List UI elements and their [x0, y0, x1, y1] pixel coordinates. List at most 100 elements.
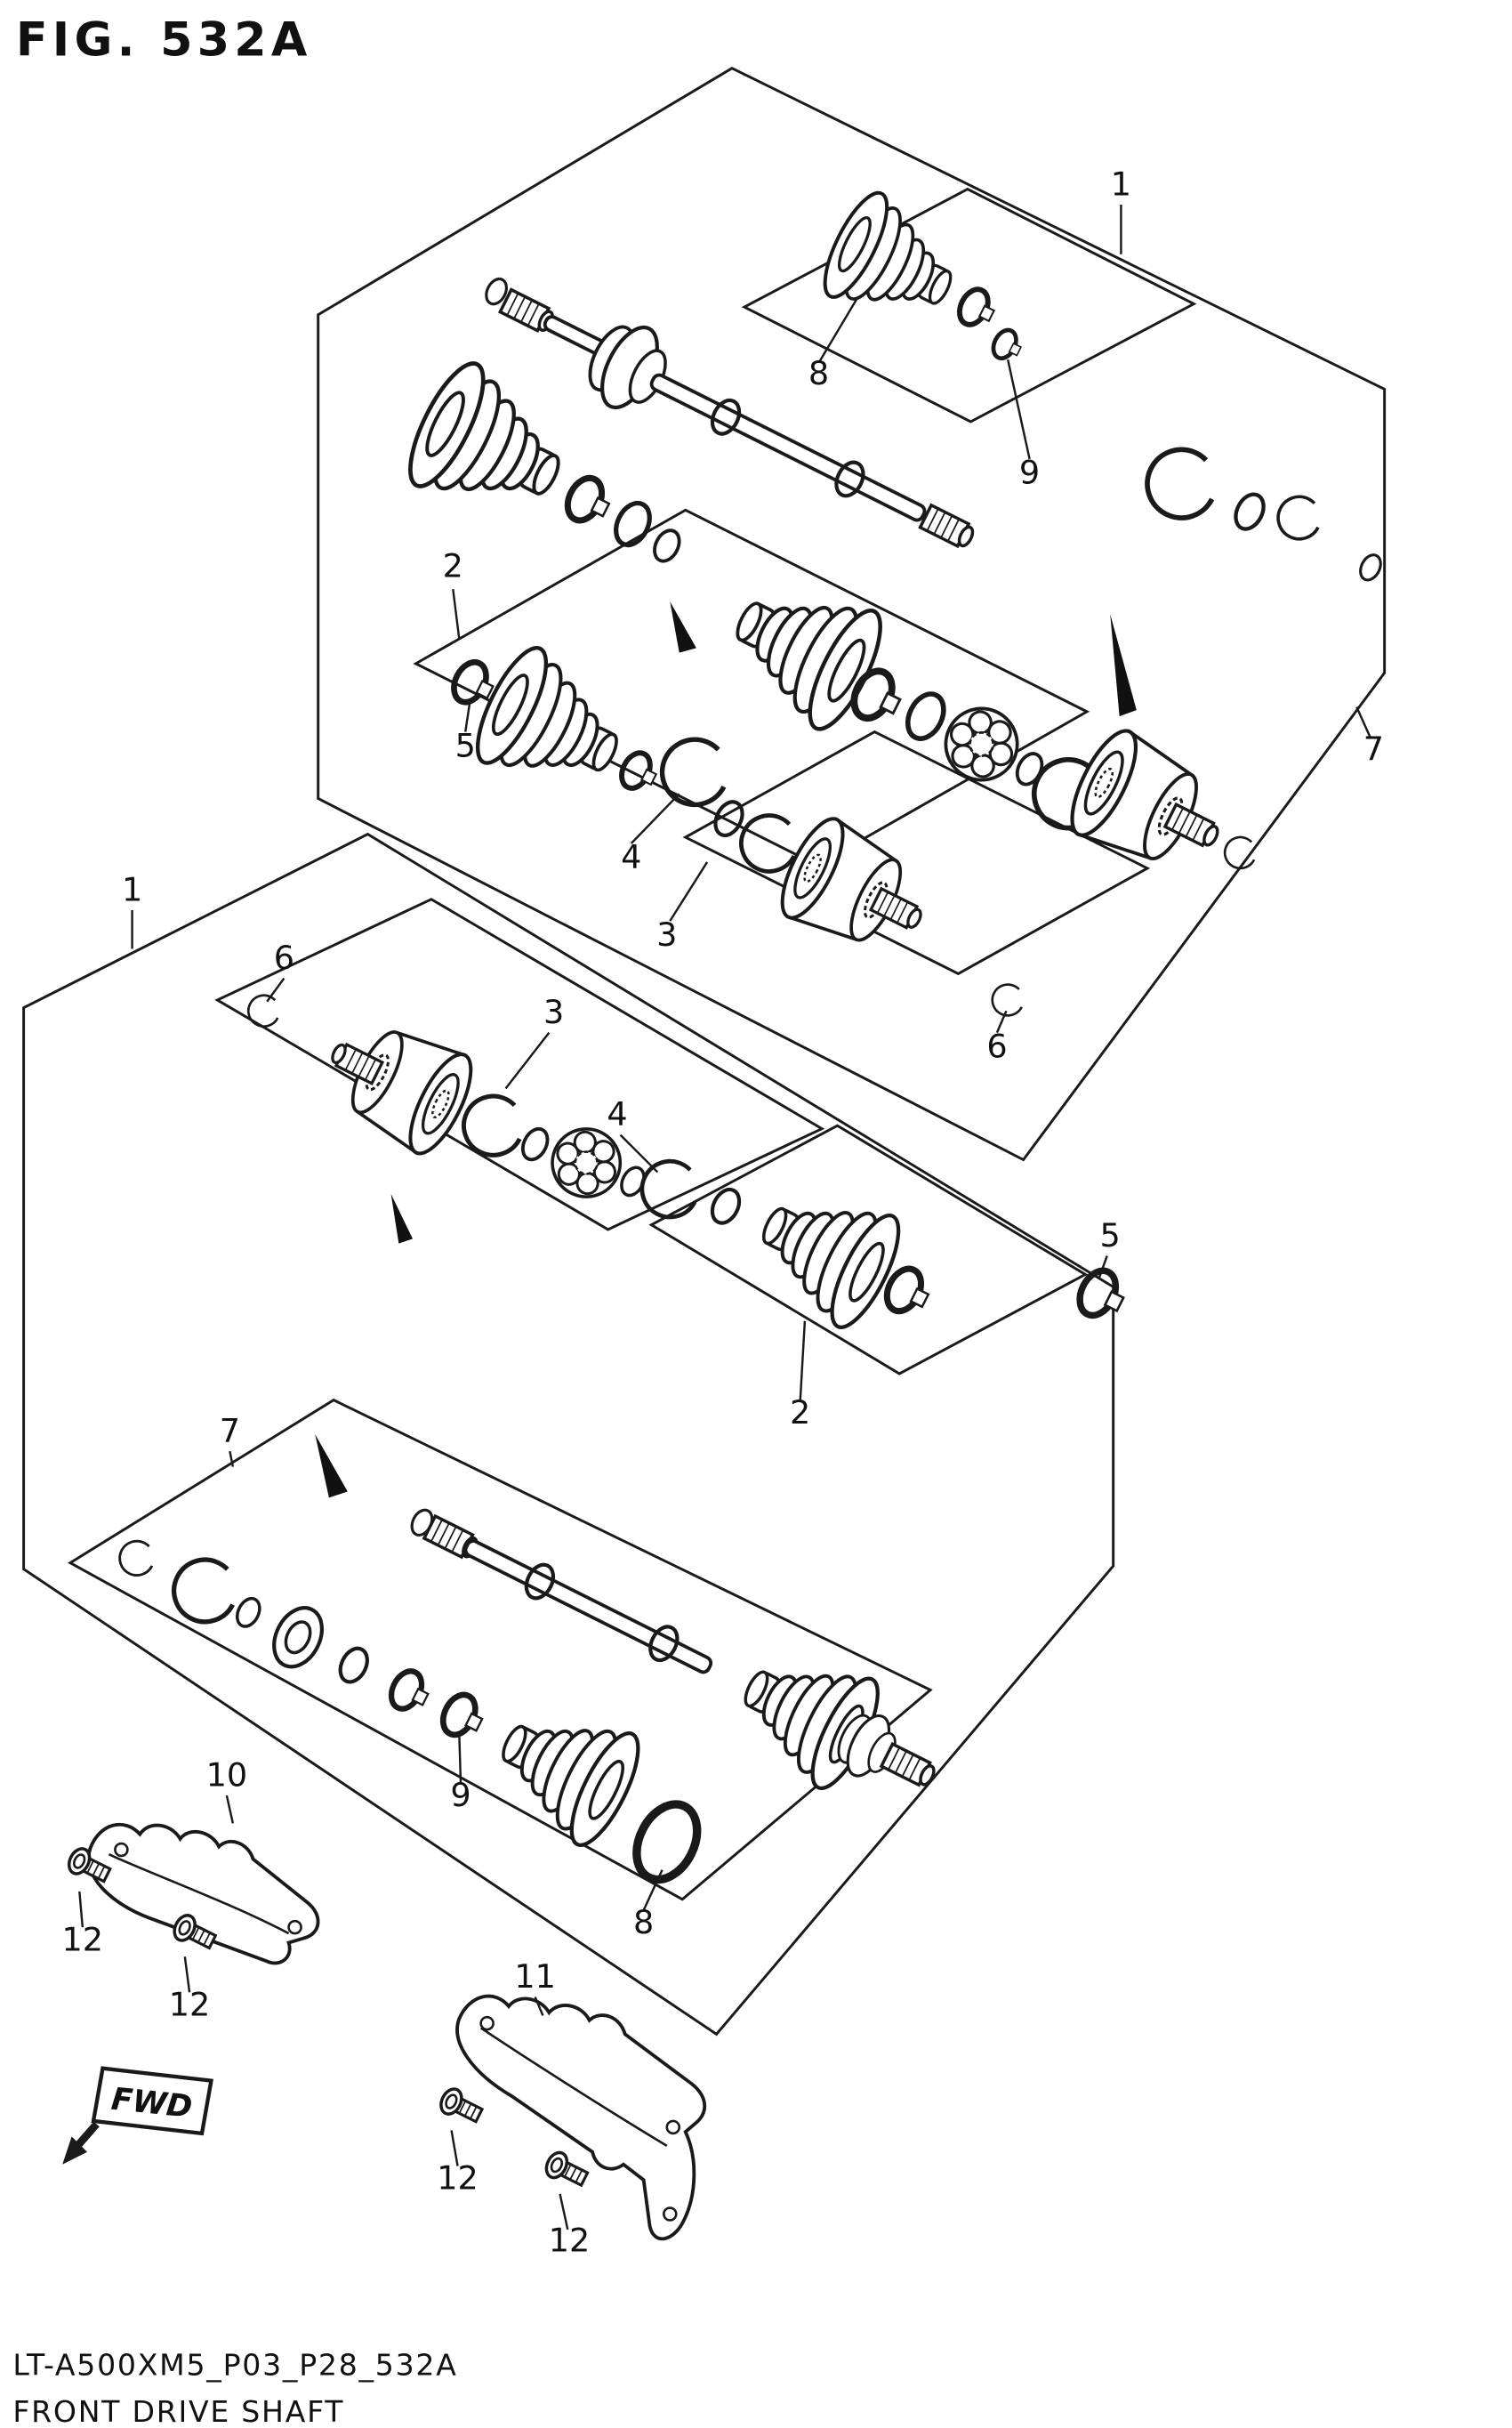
callout-7-lower: 7	[220, 1412, 240, 1450]
lower-outer-boot-kit	[707, 1167, 1130, 1335]
inner-joint-housing	[768, 809, 917, 958]
leader-2-lower	[799, 1320, 807, 1402]
leader-6-upper	[995, 1010, 1008, 1034]
upper-inner-joint-kit	[710, 797, 1030, 1022]
cv-boot	[397, 354, 584, 539]
callout-9-lower: 9	[450, 1776, 470, 1814]
callout-labels: 1 8 9 7 2 5 4 3 6 6 1 3 4 5 2 7 9 8 10 1…	[62, 165, 1385, 2260]
callout-8-upper: 8	[808, 354, 829, 392]
splined-shaft-end	[918, 504, 978, 552]
callout-12-d: 12	[549, 2221, 591, 2259]
callout-12-a: 12	[62, 1920, 104, 1958]
lower-inner-joint-kit	[242, 988, 707, 1227]
bolt-hole	[114, 1842, 129, 1858]
leader-3-upper	[669, 861, 709, 922]
leader-12-d	[559, 2193, 569, 2230]
figure-part-code: LT-A500XM5_P03_P28_532A	[12, 2348, 457, 2383]
callout-1-lower: 1	[122, 870, 142, 908]
callout-11: 11	[514, 1957, 556, 1996]
boot-clamp	[616, 748, 662, 796]
leader-7-lower	[229, 1450, 235, 1467]
boot-band	[437, 1690, 488, 1744]
circlip	[1218, 830, 1263, 875]
callout-4-lower: 4	[607, 1095, 627, 1133]
circlip	[1136, 438, 1227, 529]
guard-ridge	[108, 1853, 290, 1935]
leader-lines	[78, 205, 1372, 2230]
callout-7-upper: 7	[1363, 730, 1384, 768]
inner-joint-housing	[1059, 722, 1211, 875]
callout-1-upper: 1	[1111, 165, 1131, 204]
direction-wedge	[1110, 614, 1137, 717]
upper-exploded-row	[397, 354, 1263, 875]
callout-4-upper: 4	[621, 838, 641, 876]
leader-3-lower	[504, 1031, 551, 1090]
flange-bolt	[435, 2084, 487, 2129]
cv-boot	[811, 182, 975, 344]
snap-ring	[516, 1123, 554, 1166]
bolt-hole	[663, 2206, 678, 2222]
callout-6-upper: 6	[986, 1027, 1007, 1065]
direction-wedge	[670, 601, 696, 653]
callout-5-upper: 5	[455, 726, 476, 764]
drive-shaft-rod	[462, 1537, 715, 1676]
callout-12-b: 12	[169, 1985, 211, 2023]
callout-8-lower: 8	[633, 1903, 654, 1941]
leader-12-a	[78, 1891, 84, 1928]
bolt-hole	[287, 1919, 302, 1935]
kit-box-3-upper	[682, 730, 1151, 976]
guard-bracket-11	[455, 1994, 706, 2241]
cv-boot	[712, 560, 894, 738]
callout-10: 10	[206, 1756, 248, 1795]
leader-11	[534, 1996, 544, 2016]
guard-ridge	[479, 2027, 668, 2147]
bolt-hole	[665, 2119, 681, 2135]
flange-bolt	[541, 2147, 592, 2193]
fwd-label: FWD	[109, 2082, 194, 2126]
snap-ring	[1230, 489, 1269, 533]
snap-ring	[609, 497, 656, 551]
bolt-hole	[479, 2015, 495, 2031]
guard-plate	[455, 1994, 706, 2241]
snap-ring	[1355, 550, 1387, 585]
callout-5-lower: 5	[1100, 1216, 1121, 1254]
upper-snap-ring-set	[1136, 438, 1387, 585]
boot-clamp	[954, 285, 1000, 333]
circlip	[1269, 488, 1330, 548]
circlip	[112, 1534, 161, 1583]
leader-5-upper	[464, 700, 471, 732]
circlip	[985, 978, 1030, 1022]
leader-9-upper	[1006, 359, 1031, 460]
upper-outer-boot-kit	[447, 639, 738, 816]
direction-wedge	[315, 1433, 348, 1498]
upper-boot-kit	[811, 182, 1025, 365]
washer	[265, 1600, 332, 1674]
cv-boot	[740, 1167, 911, 1335]
snap-ring	[230, 1593, 266, 1632]
leader-2-upper	[452, 589, 461, 640]
callout-3-lower: 3	[543, 993, 564, 1031]
washer-ring	[901, 688, 951, 745]
joint-hub	[577, 312, 680, 422]
leader-8-upper	[817, 296, 859, 364]
boot-clamp	[561, 472, 616, 530]
fwd-marker: FWD	[62, 2066, 214, 2165]
leader-12-b	[183, 1956, 191, 1993]
drive-shaft-rod	[647, 371, 929, 524]
callout-12-c: 12	[437, 2159, 479, 2198]
leader-8-lower	[642, 1869, 664, 1911]
splined-shaft-end	[880, 1742, 939, 1791]
kit-box-2-upper	[413, 508, 1090, 867]
snap-ring	[335, 1644, 373, 1687]
callout-2-lower: 2	[790, 1393, 810, 1432]
kit-box-3-lower	[214, 898, 825, 1231]
assembly-panel-upper	[317, 66, 1387, 1162]
boot-clamp	[385, 1666, 434, 1717]
assembly-panel-lower	[22, 832, 1115, 2037]
kit-box-2-lower	[648, 1124, 1089, 1375]
snap-ring	[647, 524, 687, 568]
circlip	[242, 988, 286, 1033]
leader-4-upper	[630, 793, 680, 844]
